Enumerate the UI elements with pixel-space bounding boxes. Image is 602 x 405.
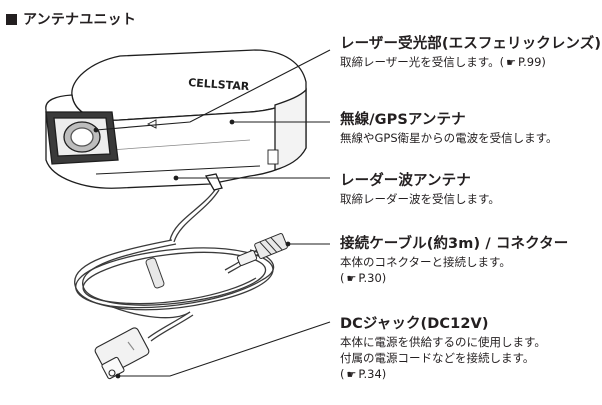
section-heading: アンテナユニット	[6, 9, 136, 29]
pointing-hand-icon: ☛	[506, 56, 516, 69]
dc-jack-description-1: 本体に電源を供給するのに使用します。	[340, 335, 546, 349]
dc-jack-description-2: 付属の電源コードなどを接続します。	[340, 351, 535, 365]
dc-ref-open: (	[340, 367, 345, 381]
callout-dc-jack: DCジャック(DC12V) 本体に電源を供給するのに使用します。 付属の電源コー…	[340, 315, 546, 383]
leader-dots	[93, 119, 291, 379]
leader-lines	[95, 49, 331, 377]
radar-wave-antenna-title: レーダー波アンテナ	[340, 173, 471, 189]
cable-tie	[145, 257, 165, 289]
connector	[236, 233, 288, 266]
pointing-hand-icon: ☛	[346, 272, 357, 285]
laser-receiver-page-ref[interactable]: P.99)	[517, 55, 546, 69]
radio-gps-antenna-title: 無線/GPSアンテナ	[340, 112, 466, 128]
laser-receiver-desc-text: 取締レーザー光を受信します。(	[340, 55, 505, 69]
callout-laser-receiver: レーザー受光部(エスフェリックレンズ) 取締レーザー光を受信します。(☛P.99…	[340, 35, 601, 71]
dc-jack-title: DCジャック(DC12V)	[340, 316, 489, 332]
dc-jack-ref-line: (☛P.34)	[340, 366, 546, 383]
cable-connector-title: 接続ケーブル(約3m) / コネクター	[340, 236, 569, 252]
cable-coil	[74, 189, 275, 342]
radio-gps-antenna-description: 無線やGPS衛星からの電波を受信します。	[340, 131, 558, 145]
cable-connector-ref-line: (☛P.30)	[340, 270, 568, 287]
square-bullet-icon	[6, 13, 17, 25]
callout-radar-wave-antenna: レーダー波アンテナ 取締レーダー波を受信します。	[340, 172, 500, 207]
device-logo: CELLSTAR	[188, 76, 250, 93]
dc-jack	[94, 327, 150, 380]
cable-connector-page-ref[interactable]: P.30)	[358, 271, 387, 285]
laser-receiver-description: 取締レーザー光を受信します。(☛P.99)	[340, 54, 601, 71]
cable-connector-description: 本体のコネクターと接続します。	[340, 255, 511, 269]
radar-wave-antenna-description: 取締レーダー波を受信します。	[340, 192, 500, 206]
antenna-body	[45, 49, 307, 191]
section-title: アンテナユニット	[23, 12, 137, 28]
callout-radio-gps-antenna: 無線/GPSアンテナ 無線やGPS衛星からの電波を受信します。	[340, 111, 558, 146]
callout-cable-connector: 接続ケーブル(約3m) / コネクター 本体のコネクターと接続します。 (☛P.…	[340, 235, 568, 287]
dc-jack-page-ref[interactable]: P.34)	[358, 367, 387, 381]
pointing-hand-icon: ☛	[346, 368, 357, 381]
cable-ref-open: (	[340, 271, 345, 285]
laser-receiver-title: レーザー受光部(エスフェリックレンズ)	[340, 36, 602, 52]
